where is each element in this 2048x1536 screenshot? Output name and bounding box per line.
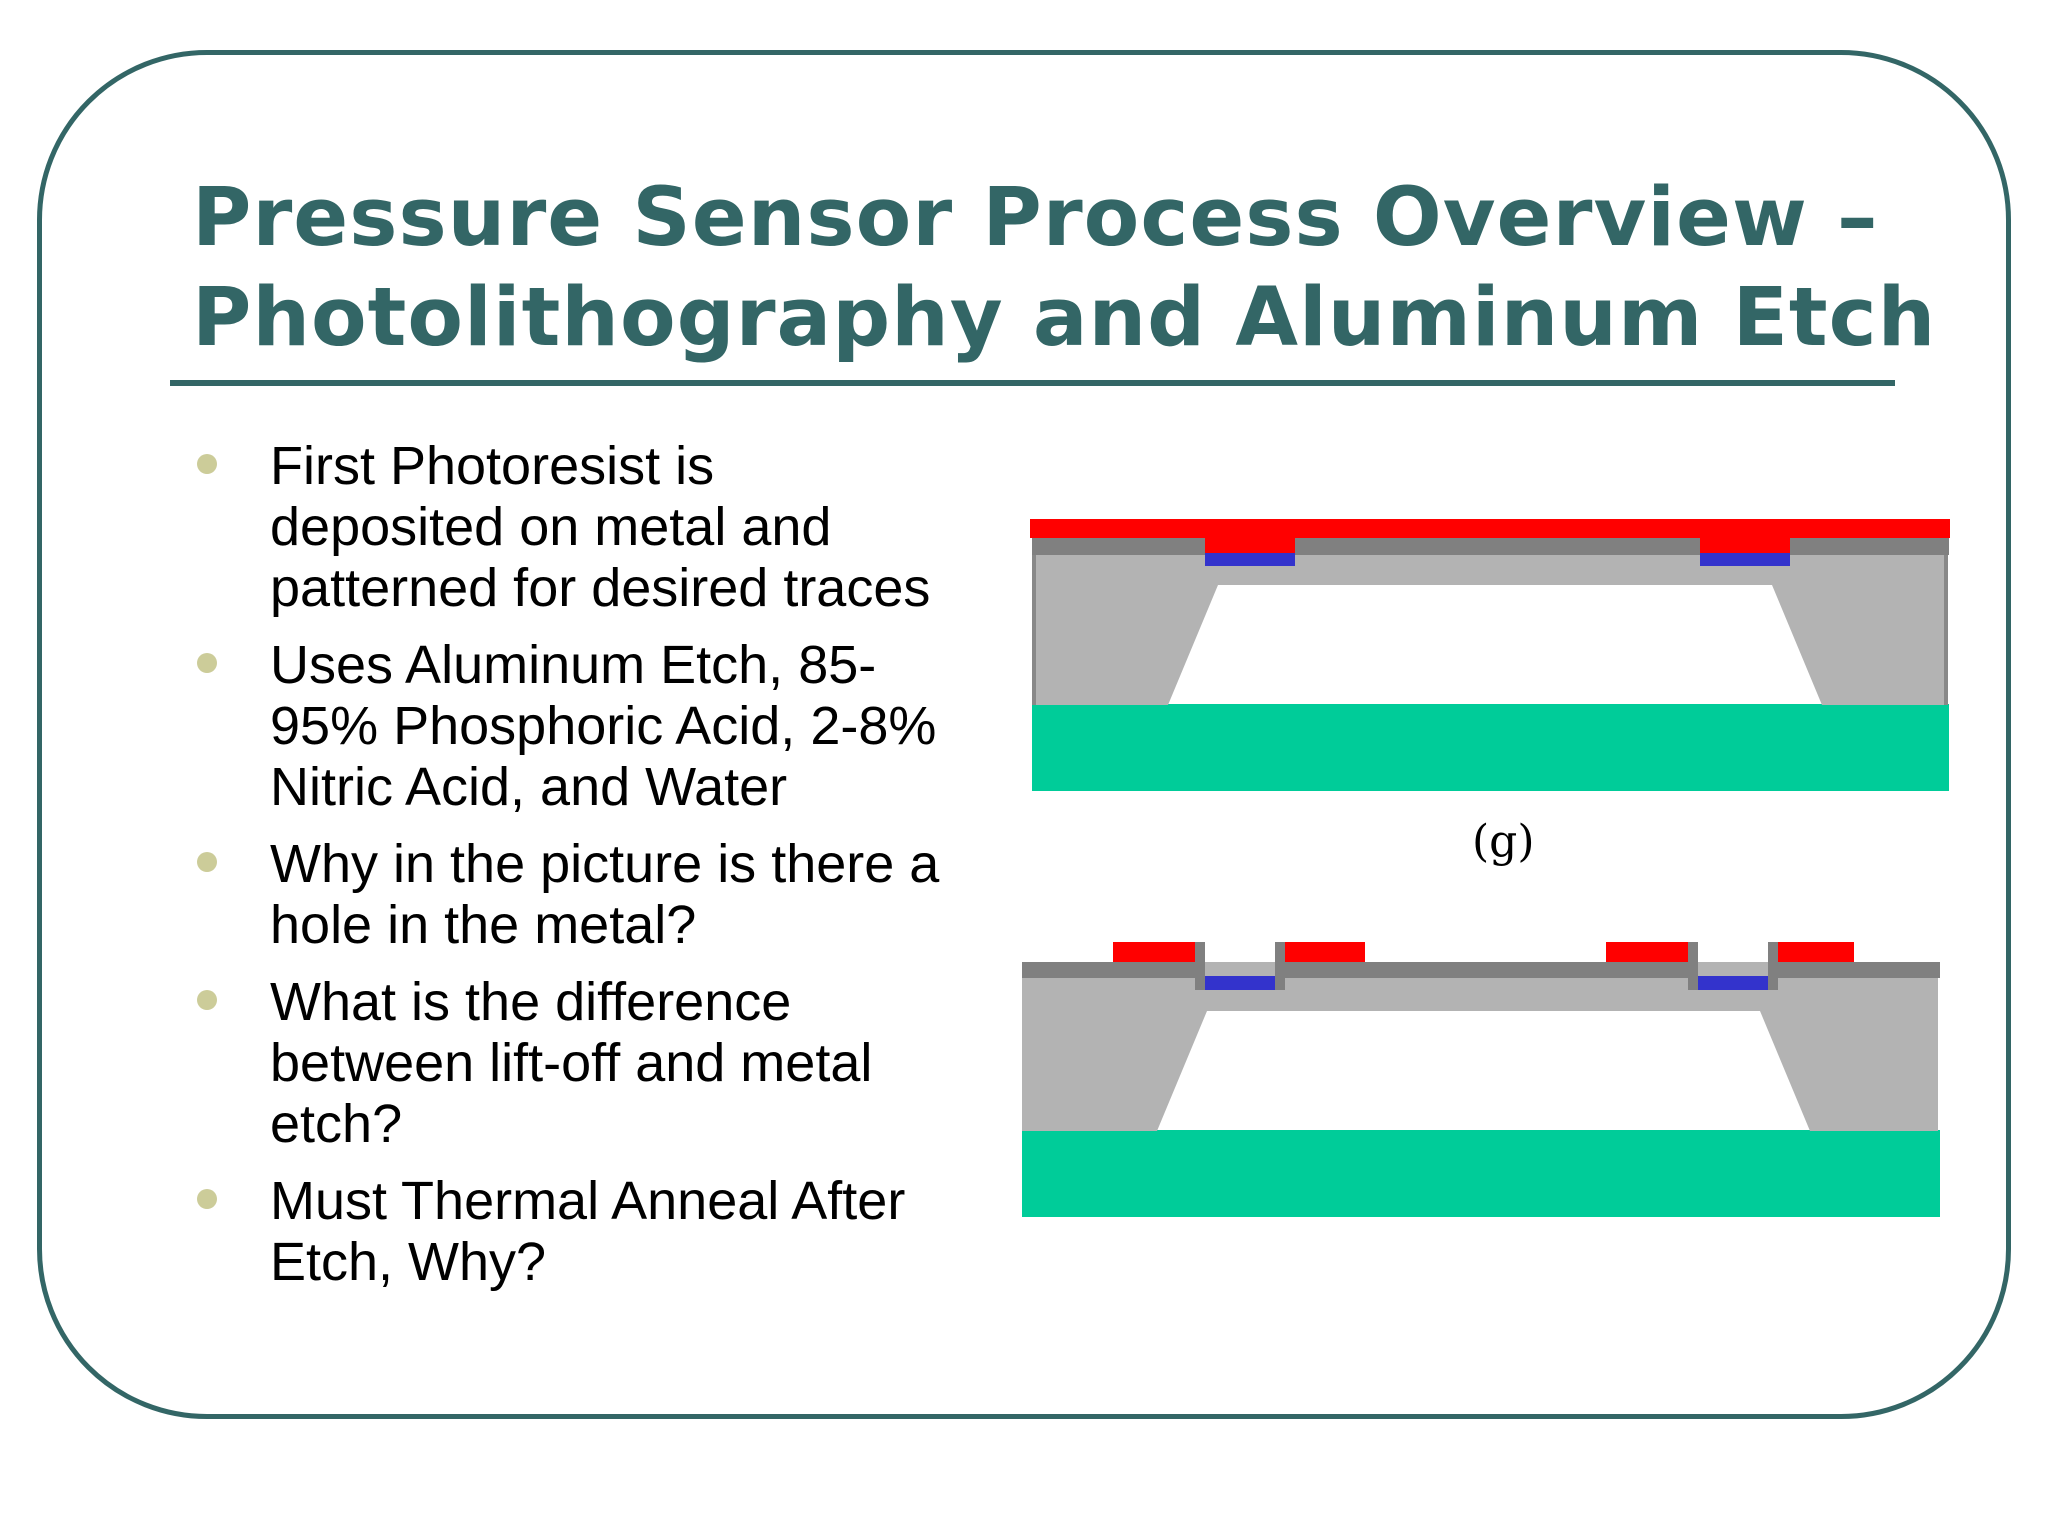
bullet-dot-icon [197,990,217,1010]
metal-trace-left [1205,552,1295,566]
metal-layer [1022,962,1940,978]
bullet-line: First Photoresist is [270,436,715,496]
bullet-line: Uses Aluminum Etch, 85- [270,635,877,695]
silicon-edge-right [1944,552,1948,705]
bullet-dot-icon [197,1189,217,1209]
bullet-line: Nitric Acid, and Water [270,757,788,817]
bullet-line: Must Thermal Anneal After [270,1171,906,1231]
bullet-list: First Photoresist is deposited on metal … [190,436,1010,1309]
bullet-item: Uses Aluminum Etch, 85- 95% Phosphoric A… [190,635,1010,818]
silicon-layer [1022,976,1938,1131]
slide-frame [37,50,2011,1419]
bullet-line: deposited on metal and [270,497,832,557]
bullet-line: Why in the picture is there a [270,834,940,894]
cross-section-top [1030,519,1950,791]
opening-wall [1768,942,1778,990]
metal-trace-right [1688,976,1778,990]
slide-title: Pressure Sensor Process Overview – Photo… [192,168,1937,368]
bullet-item: Why in the picture is there a hole in th… [190,834,1010,956]
bullet-line: What is the difference [270,972,792,1032]
title-underline [170,380,1895,386]
photoresist-pad [1113,942,1205,962]
bullet-item: What is the difference between lift-off … [190,972,1010,1155]
bullet-line: hole in the metal? [270,895,697,955]
metal-trace-left [1195,976,1285,990]
bullet-dot-icon [197,852,217,872]
opening-wall [1195,942,1205,990]
silicon-layer [1032,552,1948,705]
metal-trace-right [1700,552,1790,566]
bullet-line: 95% Phosphoric Acid, 2-8% [270,696,937,756]
photoresist-pad [1275,942,1365,962]
substrate-layer [1032,704,1949,791]
title-line-1: Pressure Sensor Process Overview – [192,171,1879,265]
opening-wall [1275,942,1285,990]
diagram-caption: (g) [1472,816,1535,867]
opening-wall [1688,942,1698,990]
metal-opening [1698,962,1768,976]
title-line-2: Photolithography and Aluminum Etch [192,271,1937,365]
silicon-edge-left [1032,552,1036,705]
cross-section-bottom [1022,942,1940,1217]
metal-layer [1032,538,1949,555]
bullet-dot-icon [197,454,217,474]
bullet-item: Must Thermal Anneal After Etch, Why? [190,1171,1010,1293]
photoresist-pad [1606,942,1698,962]
bullet-line: etch? [270,1094,403,1154]
bullet-line: between lift-off and metal [270,1033,873,1093]
photoresist-pad [1768,942,1854,962]
metal-opening [1205,962,1275,976]
bullet-item: First Photoresist is deposited on metal … [190,436,1010,619]
bullet-line: Etch, Why? [270,1232,547,1292]
photoresist-layer [1030,519,1950,553]
process-cross-section-diagram: (g) [1022,519,1950,1217]
substrate-layer [1022,1130,1940,1217]
bullet-dot-icon [197,653,217,673]
bullet-line: patterned for desired traces [270,558,931,618]
